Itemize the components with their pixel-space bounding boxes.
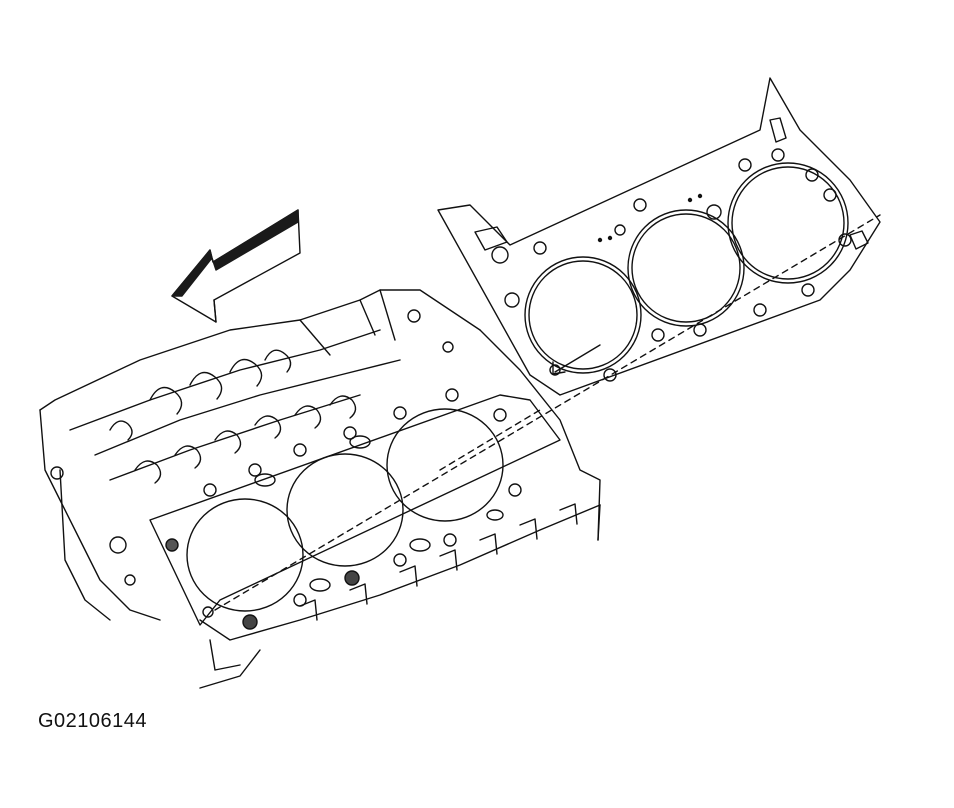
arrow-icon <box>172 210 300 322</box>
head-gasket-illustration <box>438 78 880 395</box>
figure-caption: G02106144 <box>38 710 148 732</box>
engine-block-illustration <box>40 290 600 688</box>
head-gasket-installed <box>150 389 560 629</box>
alignment-line <box>215 215 880 610</box>
